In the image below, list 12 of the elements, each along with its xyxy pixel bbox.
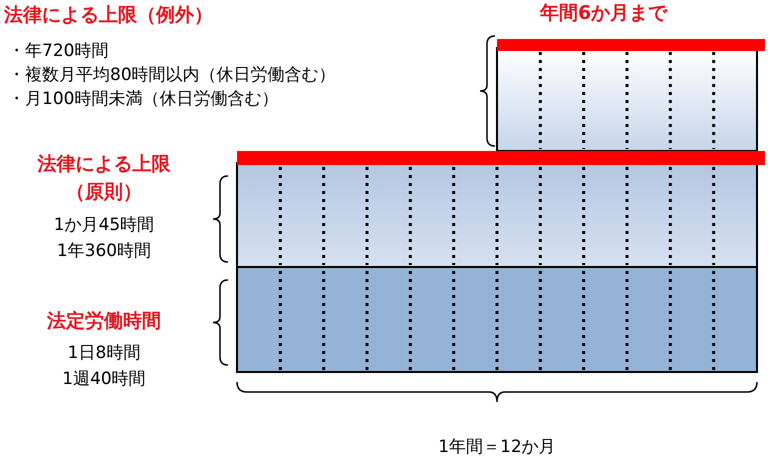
heading: 法律による上限（原則） — [36, 152, 172, 205]
limit-text: 1日8時間 — [66, 342, 142, 364]
axis-label: 1年間＝12か月 — [437, 436, 557, 458]
heading: 法定労働時間 — [46, 310, 162, 332]
list-item: ・月100時間未満（休日労働含む） — [8, 88, 278, 110]
list-item: ・複数月平均80時間以内（休日労働含む） — [8, 64, 336, 86]
list-item: ・年720時間 — [8, 40, 108, 62]
limit-text: 1年360時間 — [56, 240, 152, 262]
heading: 法律による上限（例外） — [4, 4, 213, 26]
limit-text: 1週40時間 — [61, 368, 147, 390]
heading: 年間6か月まで — [540, 2, 668, 24]
limit-text: 1か月45時間 — [52, 214, 156, 236]
